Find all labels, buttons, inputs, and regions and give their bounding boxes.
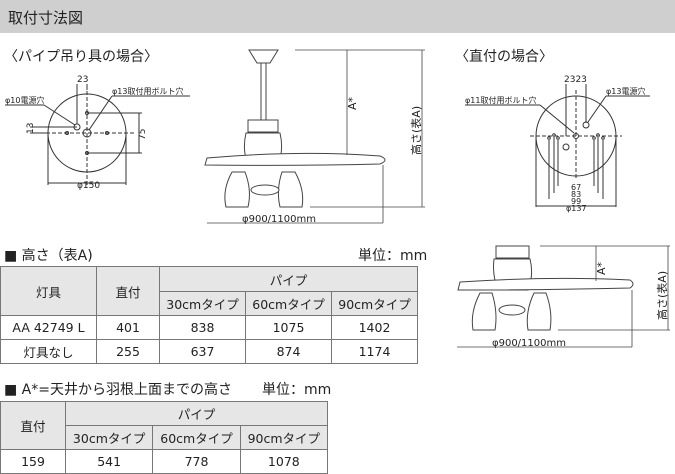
height-label: 高さ(表A) xyxy=(655,271,669,320)
dim-2323: 2323 xyxy=(564,75,587,85)
span-label: φ900/1100mm xyxy=(242,214,316,225)
col-direct: 直付 xyxy=(0,401,66,450)
col-90cm: 90cmタイプ xyxy=(331,291,418,316)
table-row: 灯具なし 255 637 874 1174 xyxy=(0,339,418,364)
dim-75: 75 xyxy=(138,129,148,140)
cell-30cm: 541 xyxy=(64,449,154,474)
height-label: 高さ(表A) xyxy=(409,106,423,155)
dim-99: 99 xyxy=(571,197,581,206)
power-hole-label: φ13電源穴 xyxy=(606,86,645,96)
cell-name: 灯具なし xyxy=(0,339,97,364)
dim-67: 67 xyxy=(571,183,581,192)
cell-direct: 255 xyxy=(96,339,160,364)
table-a-heading: ■ 高さ（表A) xyxy=(4,248,93,264)
cell-30cm: 838 xyxy=(159,315,246,340)
col-30cm: 30cmタイプ xyxy=(64,425,154,450)
cell-name: AA 42749 L xyxy=(0,315,97,340)
table-row: 159 541 778 1078 xyxy=(0,449,329,474)
cell-direct: 159 xyxy=(0,449,66,474)
col-pipe: パイプ xyxy=(159,266,418,292)
a-star-table: 直付 パイプ 30cmタイプ 60cmタイプ 90cmタイプ 159 541 7… xyxy=(0,401,329,474)
bolt-hole-label: φ11取付用ボルト穴 xyxy=(465,95,536,105)
height-table: 灯具 直付 パイプ 30cmタイプ 60cmタイプ 90cmタイプ AA 427… xyxy=(0,266,418,364)
span-label: φ900/1100mm xyxy=(492,338,566,349)
cell-90cm: 1402 xyxy=(331,315,418,340)
title-bar: 取付寸法図 xyxy=(0,0,675,33)
cell-90cm: 1078 xyxy=(239,449,329,474)
direct-mount-diagram xyxy=(465,84,650,207)
table-b-heading: ■ A*=天井から羽根上面までの高さ xyxy=(4,382,232,398)
dim-23: 23 xyxy=(77,75,88,85)
a-star-label: A* xyxy=(346,96,359,110)
dim-13: 13 xyxy=(26,123,36,134)
col-pipe: パイプ xyxy=(65,401,328,426)
diameter-137: φ137 xyxy=(566,204,587,213)
dim-83: 83 xyxy=(571,190,581,199)
cell-60cm: 778 xyxy=(152,449,241,474)
col-direct: 直付 xyxy=(96,266,160,316)
pipe-case-heading: 〈パイプ吊り具の場合〉 xyxy=(4,49,158,65)
cell-60cm: 874 xyxy=(245,339,332,364)
power-hole-label: φ10電源穴 xyxy=(5,95,44,105)
col-90cm: 90cmタイプ xyxy=(239,425,329,450)
table-a-unit: 単位：mm xyxy=(358,248,428,264)
cell-60cm: 1075 xyxy=(245,315,332,340)
col-60cm: 60cmタイプ xyxy=(152,425,241,450)
table-b-unit: 単位：mm xyxy=(262,382,332,398)
cell-direct: 401 xyxy=(96,315,160,340)
cell-30cm: 637 xyxy=(159,339,246,364)
col-30cm: 30cmタイプ xyxy=(159,291,246,316)
direct-case-heading: 〈直付の場合〉 xyxy=(455,48,553,65)
bolt-hole-label: φ13取付用ボルト穴 xyxy=(112,86,183,96)
a-star-label: A* xyxy=(595,261,608,275)
cell-90cm: 1174 xyxy=(331,339,418,364)
page-title: 取付寸法図 xyxy=(8,9,84,27)
table-row: AA 42749 L 401 838 1075 1402 xyxy=(0,315,418,340)
direct-fan-drawing xyxy=(457,245,634,331)
pipe-mount-diagram xyxy=(5,84,190,185)
pipe-fan-drawing xyxy=(204,49,386,208)
col-60cm: 60cmタイプ xyxy=(245,291,332,316)
col-fixture: 灯具 xyxy=(0,266,97,316)
diameter-150: φ150 xyxy=(77,181,100,191)
